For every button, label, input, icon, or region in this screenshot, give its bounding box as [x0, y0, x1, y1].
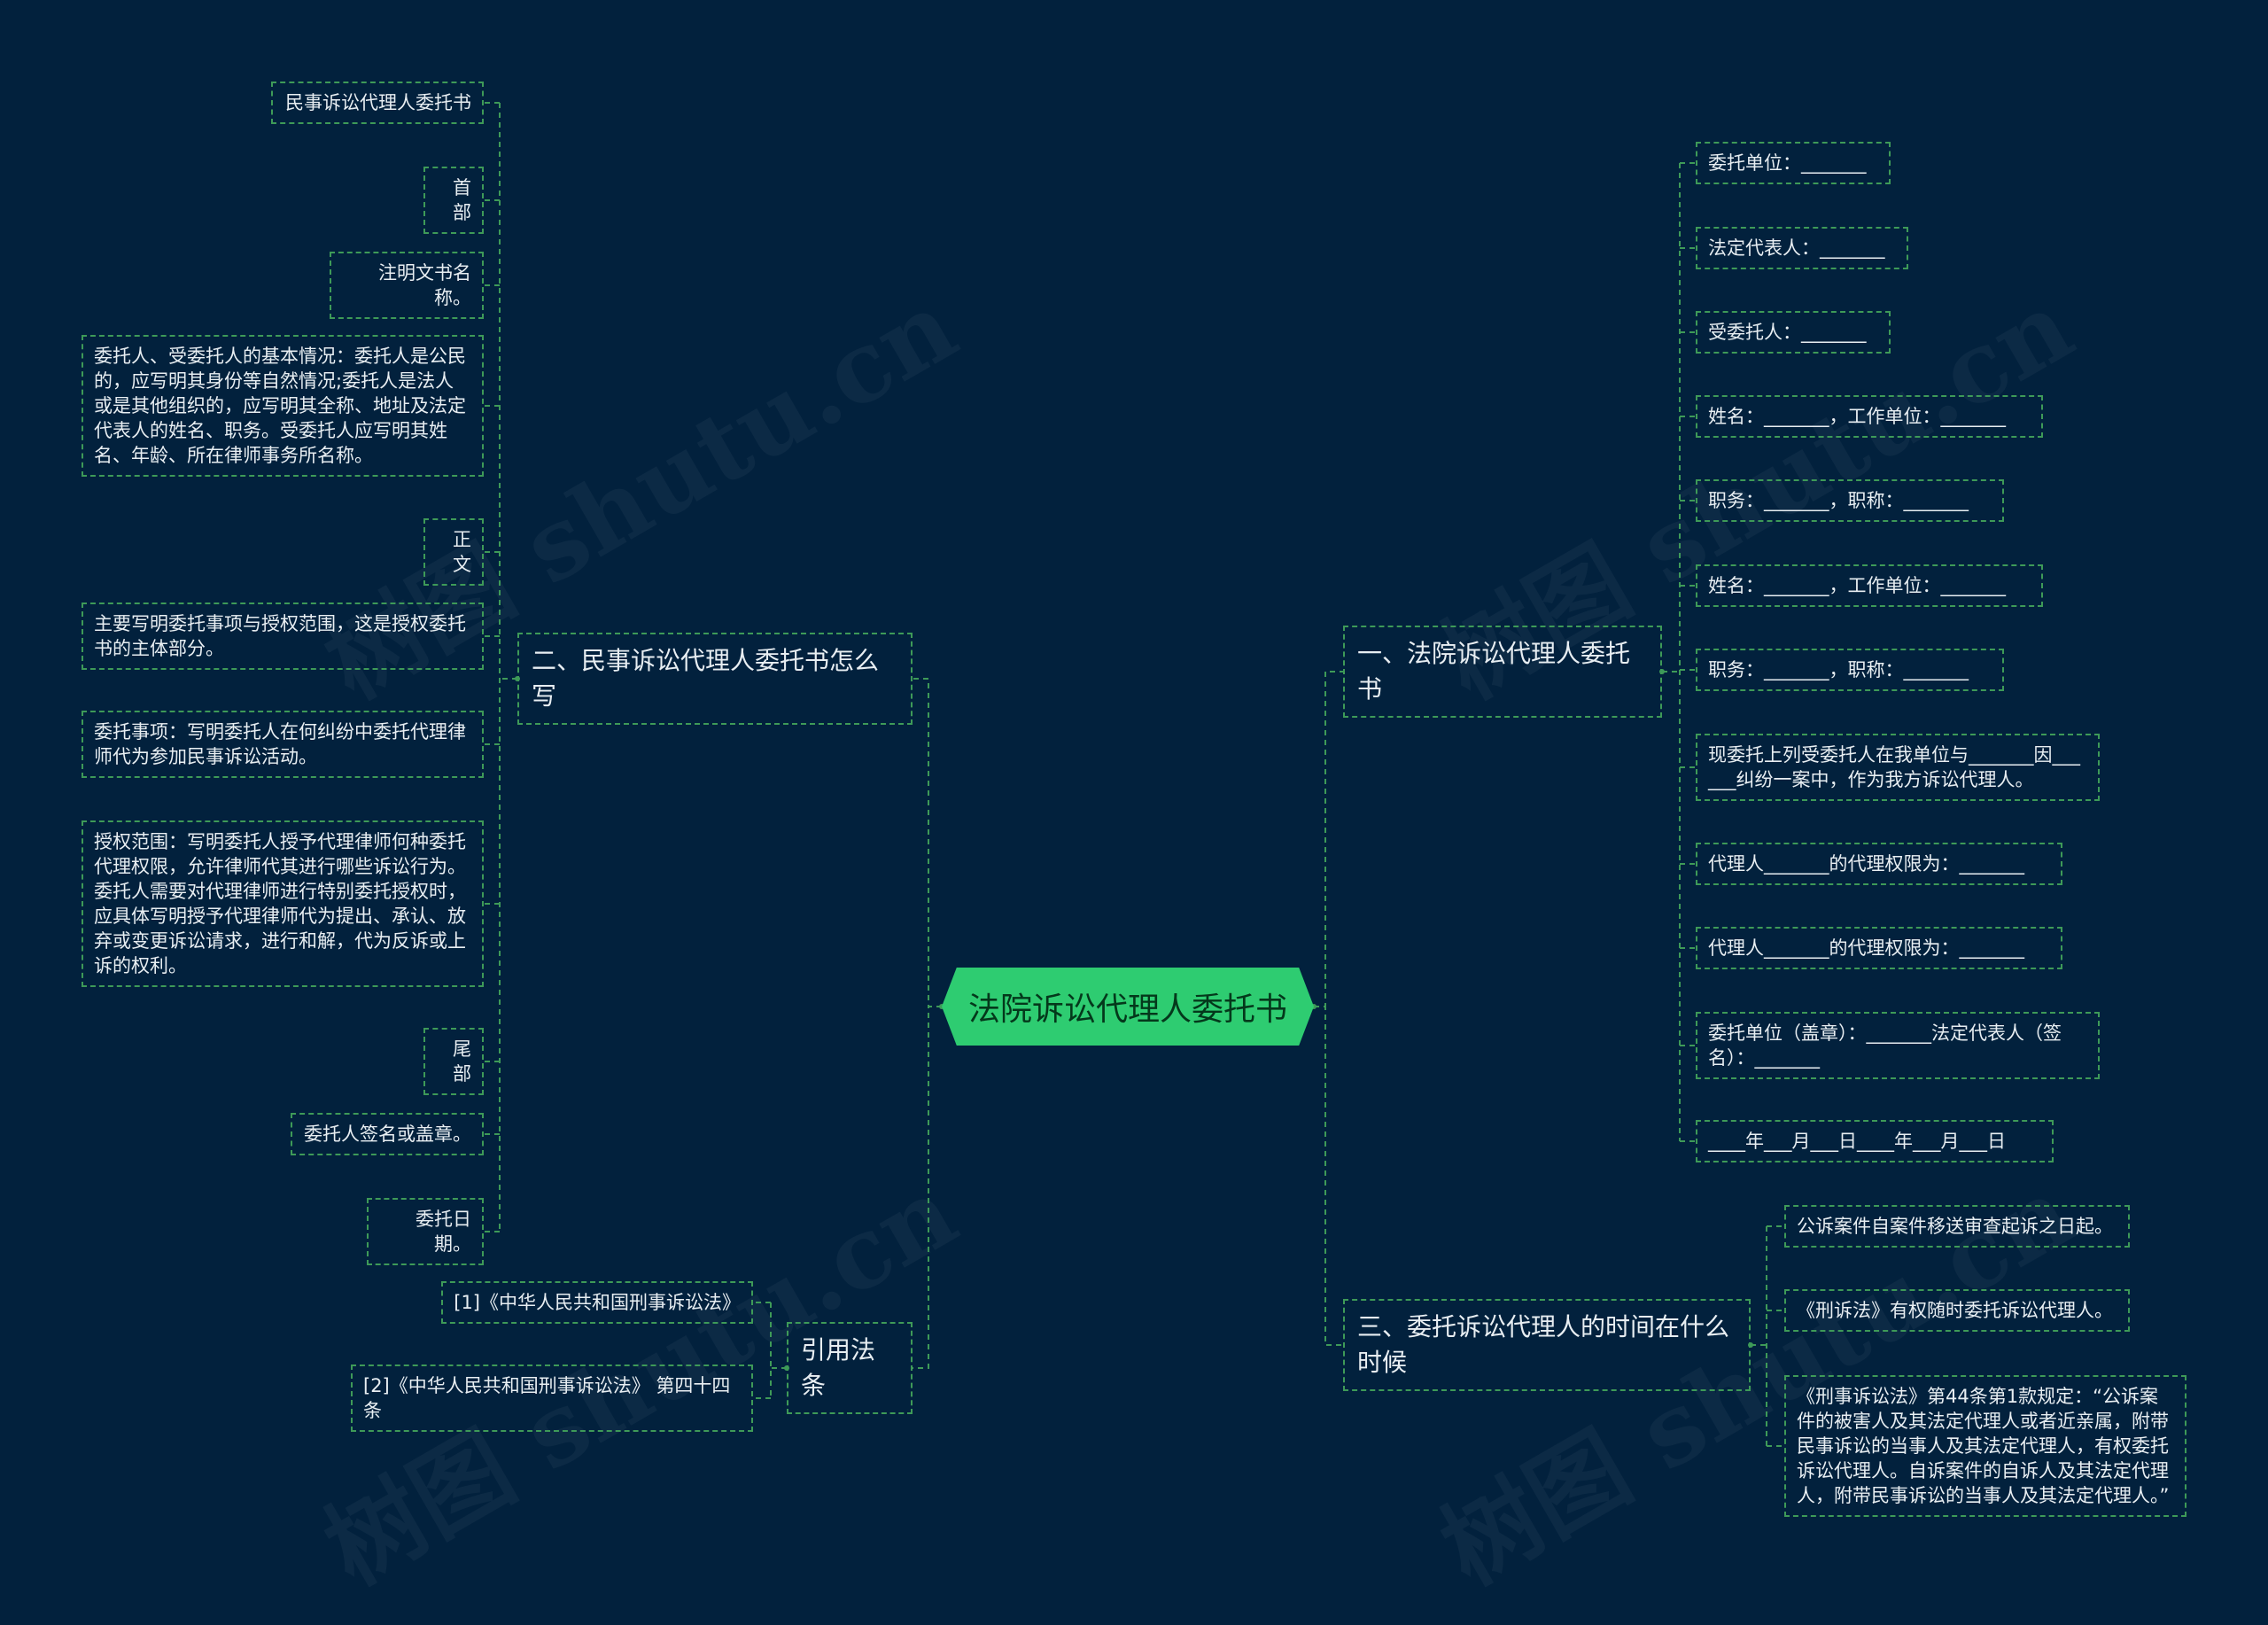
- leaf-b2-0[interactable]: 民事诉讼代理人委托书: [271, 82, 484, 124]
- leaf-b2-3[interactable]: 委托人、受委托人的基本情况：委托人是公民的，应写明其身份等自然情况;委托人是法人…: [82, 335, 484, 477]
- leaf-b1-0[interactable]: 委托单位：_______: [1696, 142, 1891, 184]
- leaf-b2-8[interactable]: 尾部: [423, 1028, 484, 1095]
- leaf-b1-3[interactable]: 姓名：_______，工作单位：_______: [1696, 395, 2043, 438]
- connector-branch-cited-laws: [913, 1006, 942, 1369]
- leaf-b1-9[interactable]: 代理人_______的代理权限为：_______: [1696, 927, 2062, 969]
- connector-branch-how-to-write: [913, 678, 942, 1007]
- leaf-b1-10[interactable]: 委托单位（盖章）：_______法定代表人（签名）：_______: [1696, 1012, 2100, 1079]
- central-topic[interactable]: 法院诉讼代理人委托书: [942, 968, 1314, 1046]
- branch-cited-laws[interactable]: 引用法条: [787, 1322, 913, 1414]
- branch-when-to-appoint[interactable]: 三、委托诉讼代理人的时间在什么时候: [1343, 1299, 1751, 1391]
- leaf-b1-2[interactable]: 受委托人：_______: [1696, 311, 1891, 354]
- leaf-b3-2[interactable]: 《刑事诉讼法》第44条第1款规定：“公诉案件的被害人及其法定代理人或者近亲属，附…: [1784, 1375, 2186, 1517]
- leaf-b1-8[interactable]: 代理人_______的代理权限为：_______: [1696, 843, 2062, 885]
- connector-branch-when-to-appoint: [1314, 1006, 1343, 1346]
- leaf-b1-11[interactable]: ____年___月___日____年___月___日: [1696, 1120, 2054, 1162]
- leaf-b4-1[interactable]: [2]《中华人民共和国刑事诉讼法》 第四十四条: [351, 1365, 753, 1432]
- leaf-b2-2[interactable]: 注明文书名称。: [330, 252, 484, 319]
- leaf-b2-5[interactable]: 主要写明委托事项与授权范围，这是授权委托书的主体部分。: [82, 603, 484, 670]
- leaf-b1-6[interactable]: 职务：_______，职称：_______: [1696, 649, 2004, 691]
- leaf-b3-1[interactable]: 《刑诉法》有权随时委托诉讼代理人。: [1784, 1289, 2130, 1332]
- connector-branch-court-power-of-attorney: [1314, 671, 1343, 1007]
- leaf-b4-0[interactable]: [1]《中华人民共和国刑事诉讼法》: [441, 1281, 753, 1324]
- leaf-b1-1[interactable]: 法定代表人：_______: [1696, 227, 1908, 269]
- leaf-b2-4[interactable]: 正文: [423, 518, 484, 586]
- branch-court-power-of-attorney[interactable]: 一、法院诉讼代理人委托书: [1343, 626, 1662, 718]
- branch-how-to-write[interactable]: 二、民事诉讼代理人委托书怎么写: [517, 633, 913, 725]
- leaf-b2-9[interactable]: 委托人签名或盖章。: [291, 1113, 484, 1155]
- leaf-b2-10[interactable]: 委托日期。: [367, 1198, 484, 1265]
- leaf-b3-0[interactable]: 公诉案件自案件移送审查起诉之日起。: [1784, 1205, 2130, 1248]
- leaf-b2-7[interactable]: 授权范围：写明委托人授予代理律师何种委托代理权限，允许律师代其进行哪些诉讼行为。…: [82, 820, 484, 987]
- leaf-b1-5[interactable]: 姓名：_______，工作单位：_______: [1696, 564, 2043, 607]
- leaf-b2-6[interactable]: 委托事项：写明委托人在何纠纷中委托代理律师代为参加民事诉讼活动。: [82, 711, 484, 778]
- leaf-b2-1[interactable]: 首部: [423, 167, 484, 234]
- leaf-b1-7[interactable]: 现委托上列受委托人在我单位与_______因______纠纷一案中，作为我方诉讼…: [1696, 734, 2100, 801]
- leaf-b1-4[interactable]: 职务：_______，职称：_______: [1696, 479, 2004, 522]
